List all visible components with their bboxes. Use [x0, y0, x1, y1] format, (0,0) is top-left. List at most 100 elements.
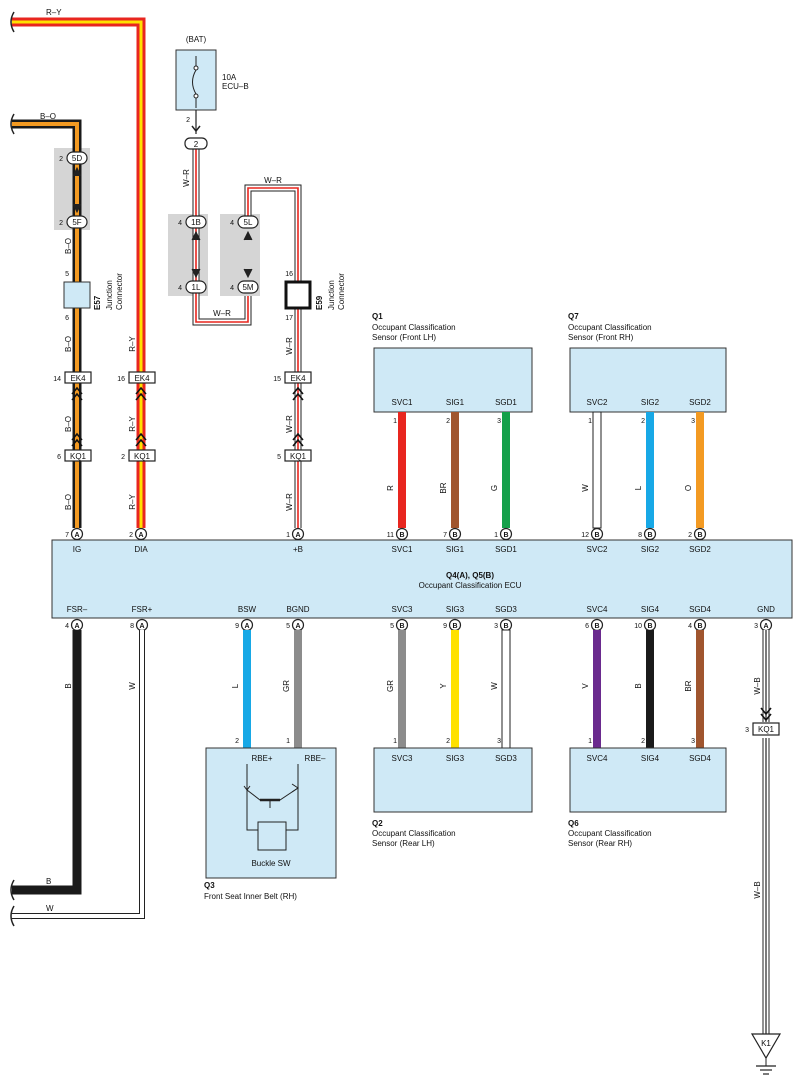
svg-text:Occupant Classification: Occupant Classification — [372, 323, 456, 332]
wire-label: R — [386, 485, 395, 491]
wire-label: W–R — [264, 176, 282, 185]
pin-letter: A — [244, 623, 249, 630]
pin-label: SGD4 — [689, 605, 711, 614]
wire-label: W–B — [753, 881, 762, 898]
wire-gr-bgnd — [294, 630, 302, 748]
pin-letter: A — [74, 623, 79, 630]
connector-5l: 5L 4 — [230, 215, 259, 229]
ecu-name: Occupant Classification ECU — [419, 581, 522, 590]
wire-label: G — [490, 485, 499, 491]
svg-text:1: 1 — [393, 738, 397, 745]
svg-text:SVC3: SVC3 — [392, 754, 413, 763]
svg-text:16: 16 — [285, 271, 293, 278]
pin-letter: B — [399, 532, 404, 539]
wire-label: O — [684, 485, 693, 491]
svg-text:Occupant Classification: Occupant Classification — [372, 829, 456, 838]
svg-text:1L: 1L — [192, 283, 201, 292]
svg-text:6: 6 — [65, 315, 69, 322]
pin-label: FSR+ — [132, 605, 153, 614]
wire-r-y — [12, 17, 146, 528]
buckle-switch-label: Buckle SW — [251, 859, 291, 868]
wire-break-mark — [10, 879, 15, 901]
wire-label: B–O — [64, 416, 73, 432]
pin-label: SVC3 — [392, 605, 413, 614]
pin-label: SIG3 — [446, 605, 465, 614]
wire-label: W–R — [182, 169, 191, 187]
fuse-pin: 2 — [186, 117, 190, 124]
svg-text:5: 5 — [277, 454, 281, 461]
connector-5m: 5M 4 — [230, 280, 259, 294]
wire-w-fsr — [12, 630, 145, 919]
connector-1b: 1B 4 — [178, 215, 207, 229]
svg-text:3: 3 — [497, 738, 501, 745]
sensor-q7: Q7 Occupant Classification Sensor (Front… — [568, 312, 727, 425]
wire-y — [451, 630, 459, 748]
pin-letter: B — [647, 532, 652, 539]
pin-letter: B — [399, 623, 404, 630]
svg-text:4: 4 — [178, 220, 182, 227]
pin-letter: B — [647, 623, 652, 630]
pin-number: 3 — [494, 623, 498, 630]
svg-text:Sensor (Front RH): Sensor (Front RH) — [568, 333, 634, 342]
svg-text:1B: 1B — [191, 218, 201, 227]
pin-label: FSR– — [67, 605, 88, 614]
wire-label: W–R — [213, 309, 231, 318]
wire-label: R–Y — [128, 416, 137, 432]
svg-text:Connector: Connector — [337, 273, 346, 310]
svg-text:Connector: Connector — [115, 273, 124, 310]
svg-text:2: 2 — [59, 220, 63, 227]
wire-l — [646, 412, 654, 528]
wire-label: W–R — [285, 493, 294, 511]
ecu-box — [51, 539, 793, 619]
pin-letter: A — [139, 623, 144, 630]
wire-label: W — [128, 682, 137, 690]
pin-number: 7 — [65, 532, 69, 539]
wire-label: BR — [439, 482, 448, 493]
wire-label: W–R — [285, 415, 294, 433]
wire-l-bsw — [243, 630, 251, 748]
svg-text:Q6: Q6 — [568, 819, 579, 828]
svg-text:Front Seat Inner Belt (RH): Front Seat Inner Belt (RH) — [204, 892, 297, 901]
fuse-conn-pin: 2 — [194, 140, 199, 149]
wire-w — [592, 411, 602, 529]
svg-text:RBE–: RBE– — [305, 754, 326, 763]
connector-ek4-16: EK4 16 — [117, 371, 156, 401]
connector-ek4-15: EK4 15 — [273, 371, 312, 401]
wire-r — [398, 412, 406, 528]
svg-text:2: 2 — [641, 738, 645, 745]
wire-br — [696, 630, 704, 748]
pin-number: 11 — [387, 532, 394, 539]
pin-label: SGD1 — [495, 545, 517, 554]
svg-text:Junction: Junction — [327, 280, 336, 310]
svg-text:SIG2: SIG2 — [641, 398, 660, 407]
svg-text:EK4: EK4 — [290, 374, 306, 383]
junction-connector-e57: 5 6 E57 Junction Connector — [63, 271, 124, 322]
wire-w — [501, 629, 511, 749]
svg-text:14: 14 — [53, 376, 61, 383]
pin-letter: A — [763, 623, 768, 630]
wire-break-mark — [10, 11, 15, 33]
pin-letter: B — [503, 532, 508, 539]
svg-text:Sensor (Rear LH): Sensor (Rear LH) — [372, 839, 435, 848]
svg-text:5M: 5M — [242, 283, 253, 292]
sensor-q1: Q1 Occupant Classification Sensor (Front… — [372, 312, 533, 425]
svg-text:EK4: EK4 — [70, 374, 86, 383]
wire-gr — [398, 630, 406, 748]
ecu-top-pins: A7IGA2DIAA1+BB11SVC1B7SIG1B1SGD1B12SVC2B… — [65, 527, 711, 554]
arrow-icon — [243, 230, 253, 279]
svg-text:3: 3 — [745, 727, 749, 734]
svg-text:17: 17 — [285, 315, 293, 322]
pin-letter: B — [697, 532, 702, 539]
ecu-bottom-pins: A4FSR–A8FSR+A9BSWA5BGNDB5SVC3B9SIG3B3SGD… — [65, 605, 775, 632]
ground-icon: K1 — [750, 1033, 782, 1075]
wire-label: R–Y — [128, 336, 137, 352]
svg-text:1: 1 — [588, 738, 592, 745]
